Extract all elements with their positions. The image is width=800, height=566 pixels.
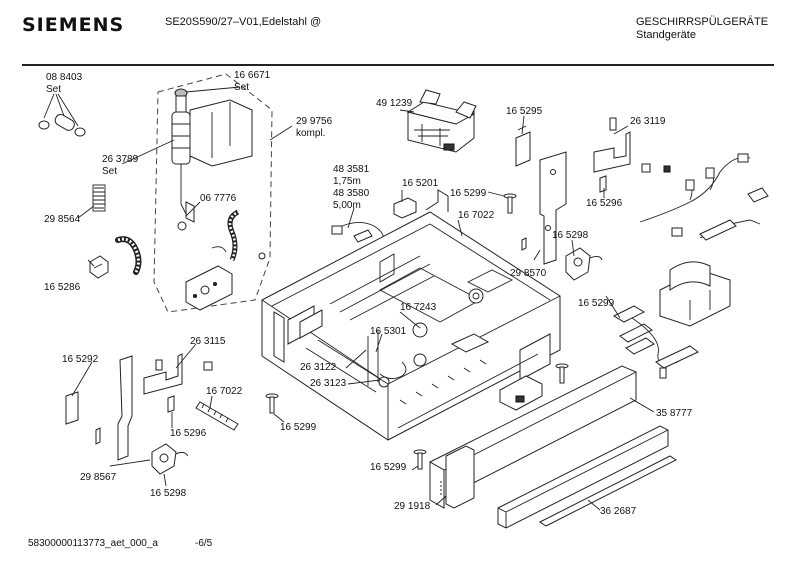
label-08-8403-set: Set bbox=[46, 84, 61, 95]
screw-drawings bbox=[265, 193, 569, 470]
float-switch-drawing bbox=[565, 247, 603, 281]
kick-plate-drawing bbox=[497, 425, 677, 529]
label-48-3580-length: 5,00m bbox=[333, 200, 361, 211]
label-16-5295: 16 5295 bbox=[506, 106, 543, 117]
part-labels: 08 8403 Set 16 6671 Set 29 9756 kompl. 4… bbox=[44, 70, 693, 517]
category-title: GESCHIRRSPÜLGERÄTE bbox=[636, 16, 769, 28]
connector-drawing bbox=[393, 197, 417, 219]
label-26-3115: 26 3115 bbox=[190, 336, 226, 347]
category-subtitle: Standgeräte bbox=[636, 29, 696, 41]
spring-drawing bbox=[92, 184, 106, 212]
label-48-3581: 48 3581 bbox=[333, 164, 370, 175]
label-16-7022-a: 16 7022 bbox=[458, 210, 495, 221]
hose-set-drawing bbox=[38, 114, 86, 137]
clip-drawing-2 bbox=[599, 175, 607, 193]
switch-bracket-drawing bbox=[593, 117, 671, 173]
inlet-valve-assembly-drawing bbox=[171, 88, 266, 311]
page-indicator: -6/5 bbox=[195, 538, 213, 549]
bracket-drawing bbox=[515, 125, 531, 167]
wiring-harness-drawing bbox=[612, 153, 769, 379]
label-16-5201: 16 5201 bbox=[402, 178, 439, 189]
assembly-outline bbox=[153, 73, 273, 313]
float-switch-lower-drawing bbox=[151, 443, 189, 475]
label-16-7243: 16 7243 bbox=[400, 302, 437, 313]
document-code: 58300000113773_aet_000_a bbox=[28, 538, 158, 549]
label-16-5299-c: 16 5299 bbox=[280, 422, 317, 433]
label-16-5298-b: 16 5298 bbox=[150, 488, 187, 499]
label-48-3580: 48 3580 bbox=[333, 188, 370, 199]
model-number: SE20S590/27–V01,Edelstahl @ bbox=[165, 16, 322, 28]
label-06-7776: 06 7776 bbox=[200, 193, 237, 204]
clip-drawing bbox=[89, 255, 109, 279]
left-bracket-drawing bbox=[65, 355, 133, 461]
label-08-8403: 08 8403 bbox=[46, 72, 83, 83]
leader-lines bbox=[43, 86, 655, 511]
front-plinth-drawing bbox=[429, 365, 637, 509]
label-16-5298-a: 16 5298 bbox=[552, 230, 589, 241]
label-35-8777: 35 8777 bbox=[656, 408, 693, 419]
side-panel-drawing bbox=[521, 151, 567, 265]
clip-drawing-lower bbox=[167, 395, 175, 413]
label-29-9756-kompl: kompl. bbox=[296, 128, 325, 139]
gear-rack-lower-drawing bbox=[195, 401, 239, 431]
pump-seal-drawing bbox=[499, 375, 543, 411]
label-49-1239: 49 1239 bbox=[376, 98, 413, 109]
label-29-9756: 29 9756 bbox=[296, 116, 333, 127]
cable-drawing bbox=[331, 222, 385, 243]
label-16-5296-b: 16 5296 bbox=[170, 428, 207, 439]
label-48-3581-length: 1,75m bbox=[333, 176, 361, 187]
label-16-5286: 16 5286 bbox=[44, 282, 81, 293]
header-rule bbox=[22, 64, 774, 66]
label-16-5296-a: 16 5296 bbox=[586, 198, 623, 209]
label-26-3119: 26 3119 bbox=[630, 116, 666, 127]
control-module-drawing bbox=[406, 89, 477, 153]
label-16-5299-d: 16 5299 bbox=[370, 462, 407, 473]
label-29-1918: 29 1918 bbox=[394, 501, 431, 512]
label-29-8570: 29 8570 bbox=[510, 268, 547, 279]
label-16-7022-b: 16 7022 bbox=[206, 386, 243, 397]
label-26-3789: 26 3789 bbox=[102, 154, 139, 165]
label-26-3123: 26 3123 bbox=[310, 378, 347, 389]
label-16-6671-set: Set bbox=[234, 82, 249, 93]
label-26-3789-set: Set bbox=[102, 166, 117, 177]
label-26-3122: 26 3122 bbox=[300, 362, 337, 373]
end-cap-drawing bbox=[445, 445, 475, 509]
label-16-5292: 16 5292 bbox=[62, 354, 99, 365]
label-16-5299-b: 16 5299 bbox=[578, 298, 615, 309]
corrugated-hose-drawing bbox=[115, 236, 142, 275]
label-16-5301: 16 5301 bbox=[370, 326, 407, 337]
label-16-5299-a: 16 5299 bbox=[450, 188, 487, 199]
brand-logo: SIEMENS bbox=[22, 14, 125, 36]
label-29-8567: 29 8567 bbox=[80, 472, 117, 483]
switch-bracket-left-drawing bbox=[143, 353, 213, 395]
label-29-8564: 29 8564 bbox=[44, 214, 81, 225]
label-36-2687: 36 2687 bbox=[600, 506, 637, 517]
base-tub-drawing bbox=[261, 189, 561, 441]
label-16-6671: 16 6671 bbox=[234, 70, 271, 81]
